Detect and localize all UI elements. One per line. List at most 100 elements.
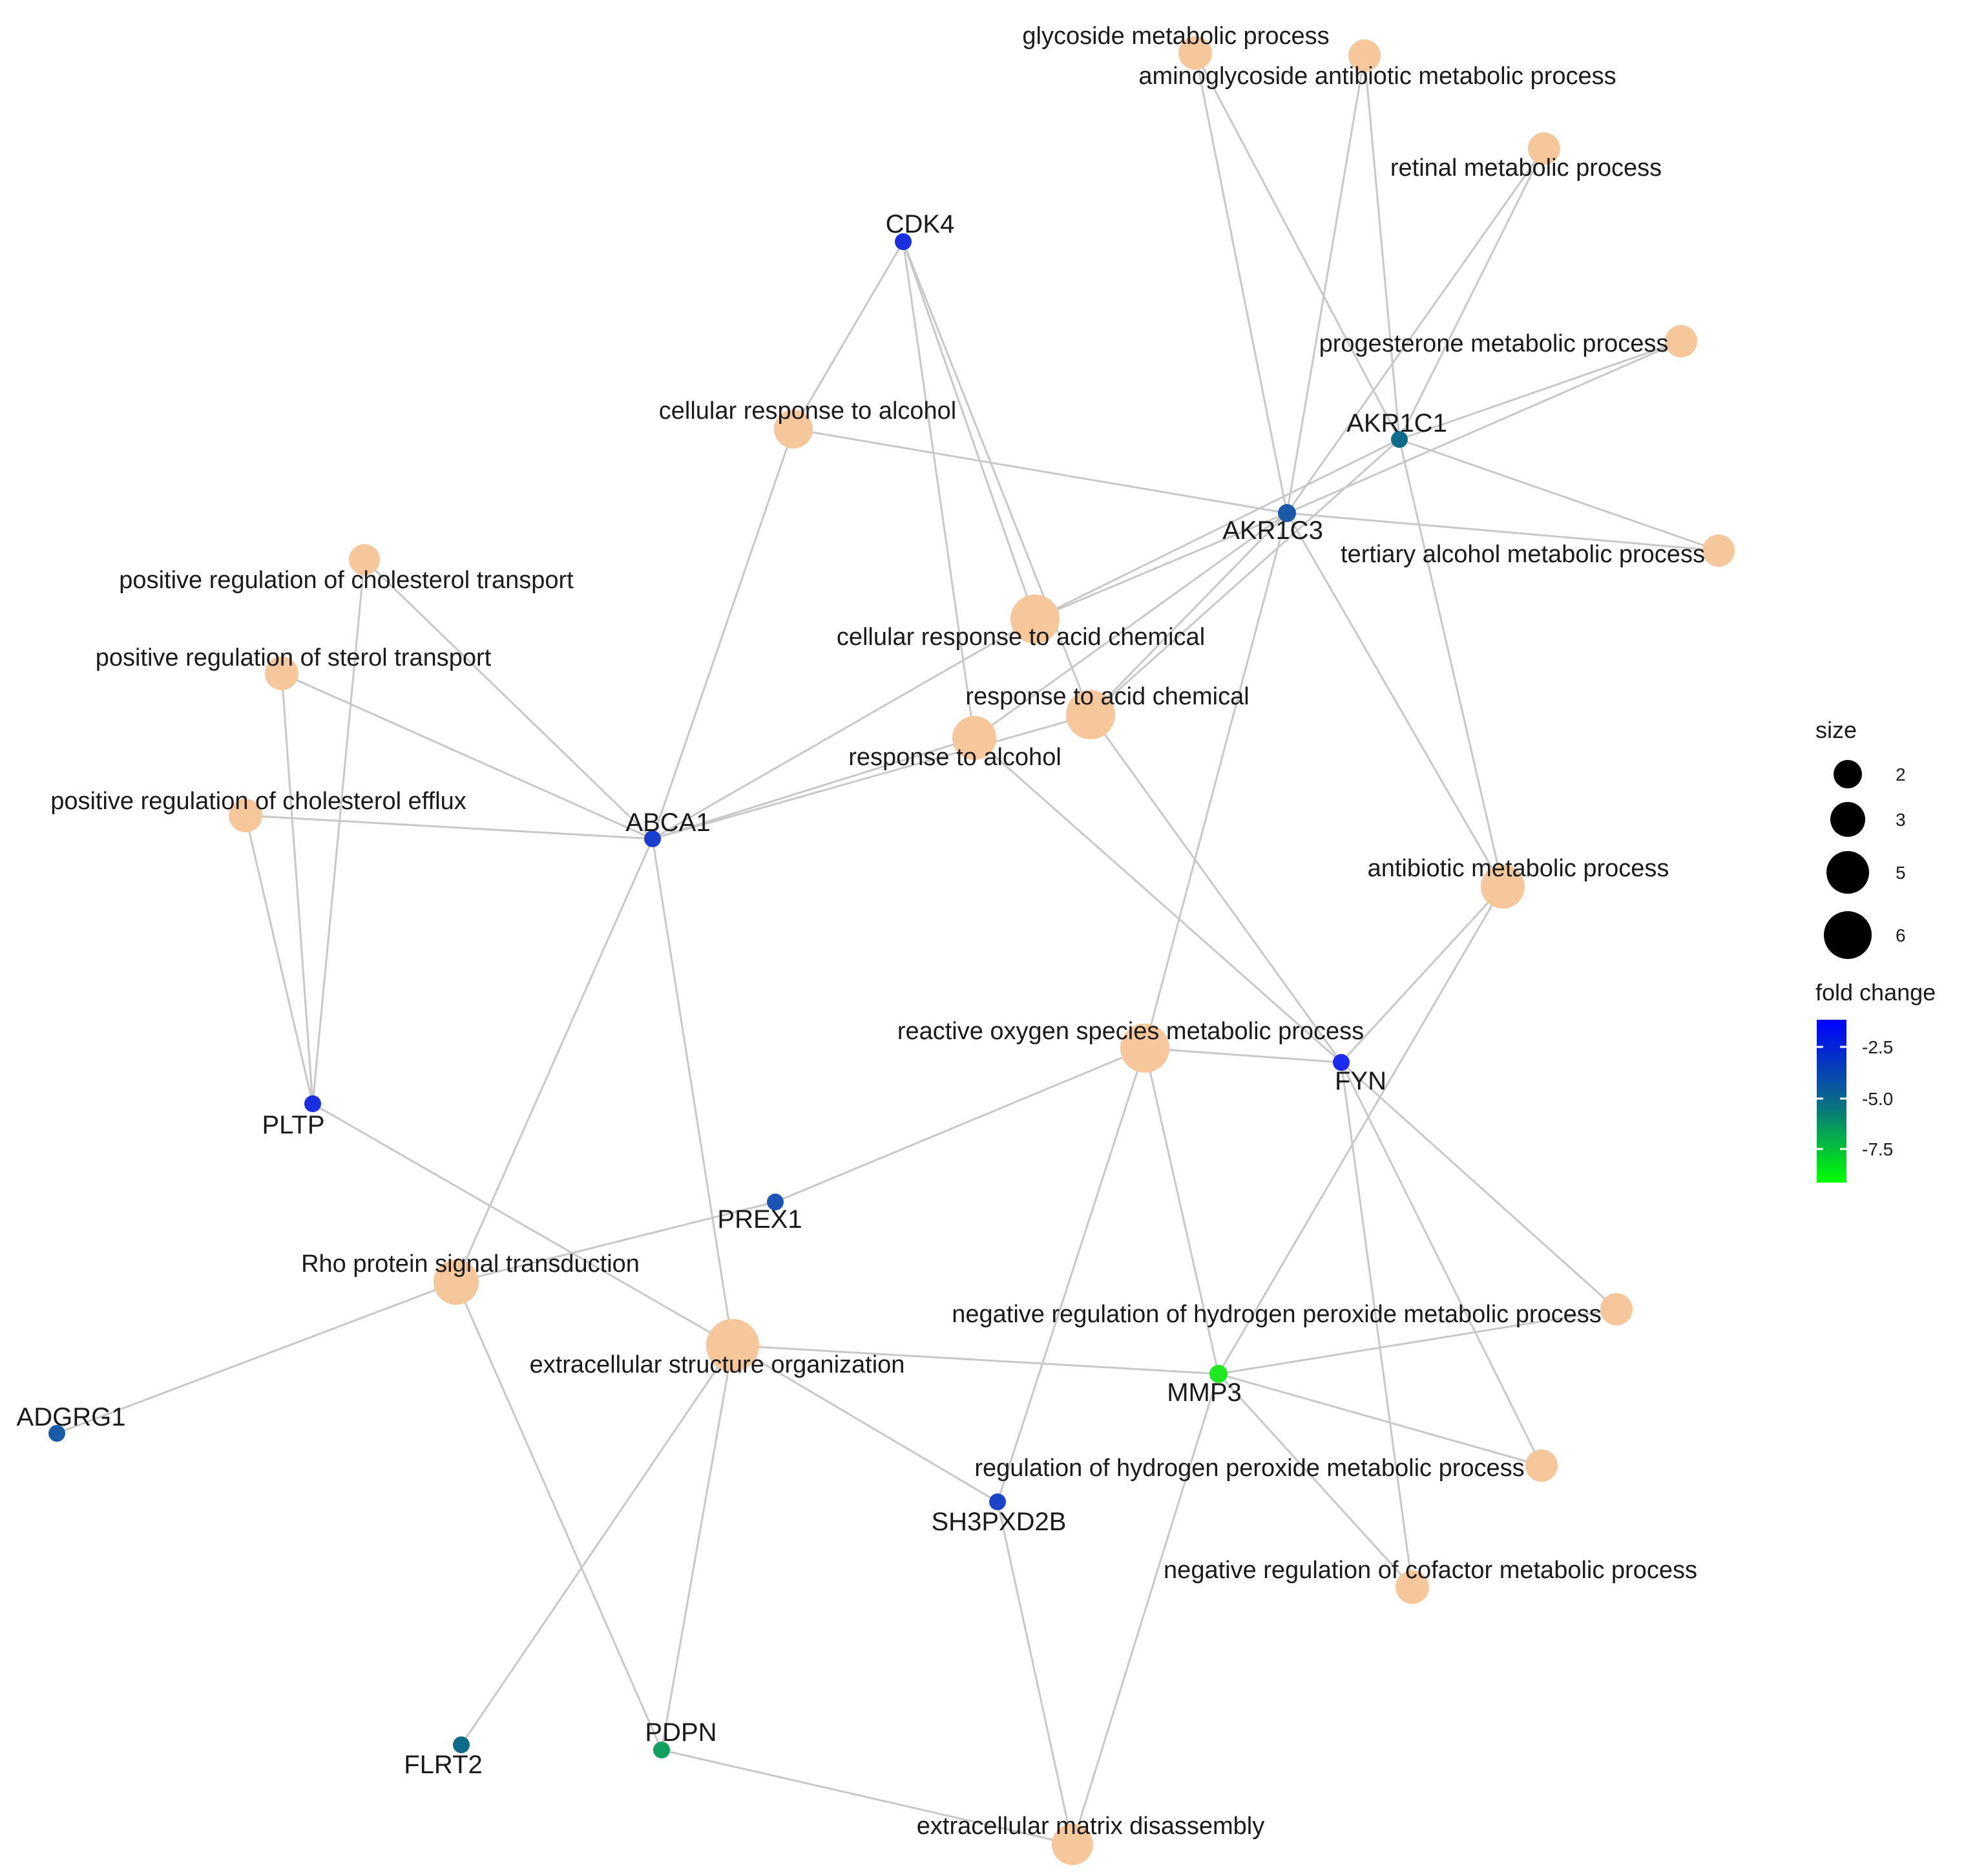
edge-abca1-t-pos-sterol xyxy=(281,672,653,840)
term-label-antibiotic: antibiotic metabolic process xyxy=(1368,855,1669,882)
gene-label-abca1: ABCA1 xyxy=(625,808,710,837)
term-label-neg-h2o2: negative regulation of hydrogen peroxide… xyxy=(952,1301,1602,1328)
gene-node-adgrg1[interactable] xyxy=(48,1425,65,1442)
edge-sh3pxd2b-t-ecm-dis xyxy=(996,1501,1074,1845)
edge-mmp3-t-ecm-org xyxy=(732,1344,1219,1375)
gene-node-pltp[interactable] xyxy=(304,1095,321,1112)
edge-cdk4-t-resp-alcohol xyxy=(902,241,976,739)
term-label-cell-alcohol: cellular response to alcohol xyxy=(659,397,957,425)
gene-node-fyn[interactable] xyxy=(1333,1054,1350,1071)
term-label-pos-efflux: positive regulation of cholesterol efflu… xyxy=(50,788,466,815)
gene-node-flrt2[interactable] xyxy=(453,1736,470,1753)
gene-node-pdpn[interactable] xyxy=(653,1742,670,1758)
term-node-neg-cofactor[interactable] xyxy=(1396,1570,1429,1604)
size-legend-label-3: 3 xyxy=(1896,810,1906,830)
term-node-resp-alcohol[interactable] xyxy=(952,716,996,760)
term-node-ecm-dis[interactable] xyxy=(1052,1824,1093,1865)
term-node-pos-chol-transport[interactable] xyxy=(349,544,380,575)
term-label-resp-acid: response to acid chemical xyxy=(965,683,1249,710)
term-node-ecm-org[interactable] xyxy=(706,1319,759,1372)
nodes-layer xyxy=(48,36,1735,1865)
term-label-reg-h2o2: regulation of hydrogen peroxide metaboli… xyxy=(974,1455,1524,1482)
gene-label-fyn: FYN xyxy=(1335,1067,1386,1095)
gene-node-akr1c3[interactable] xyxy=(1278,504,1296,522)
term-node-ros[interactable] xyxy=(1120,1024,1169,1073)
term-node-rho[interactable] xyxy=(434,1259,479,1305)
edge-fyn-t-antibiotic xyxy=(1340,885,1504,1064)
edge-akr1c3-t-tertiary xyxy=(1286,512,1719,552)
term-label-cell-acid: cellular response to acid chemical xyxy=(837,624,1205,651)
gene-node-akr1c1[interactable] xyxy=(1391,431,1408,448)
gene-node-prex1[interactable] xyxy=(767,1194,784,1210)
color-legend-label-3: -7.5 xyxy=(1862,1139,1893,1159)
term-node-tertiary[interactable] xyxy=(1702,534,1735,567)
edge-prex1-t-rho xyxy=(455,1201,776,1283)
term-node-cell-alcohol[interactable] xyxy=(774,410,813,448)
edge-cdk4-t-cell-acid xyxy=(902,241,1036,620)
edge-akr1c3-t-resp-acid xyxy=(1089,512,1288,716)
term-node-cell-acid[interactable] xyxy=(1010,595,1060,644)
edge-mmp3-t-ecm-dis xyxy=(1071,1373,1220,1845)
edge-akr1c1-t-cell-acid xyxy=(1034,438,1400,620)
edge-pltp-t-ecm-org xyxy=(312,1102,733,1347)
edge-abca1-t-cell-acid xyxy=(652,618,1036,840)
gene-node-sh3pxd2b[interactable] xyxy=(989,1493,1006,1510)
term-node-progesterone[interactable] xyxy=(1665,325,1697,357)
term-node-retinal[interactable] xyxy=(1528,132,1560,165)
edge-pltp-t-pos-sterol xyxy=(280,673,314,1104)
term-node-aminoglycoside[interactable] xyxy=(1348,39,1381,72)
edge-fyn-t-neg-h2o2 xyxy=(1340,1061,1618,1311)
term-node-glycoside[interactable] xyxy=(1178,36,1212,70)
edge-pltp-t-pos-efflux xyxy=(244,815,314,1104)
gene-label-sh3pxd2b: SH3PXD2B xyxy=(932,1508,1067,1536)
edge-akr1c3-t-cell-acid xyxy=(1034,512,1288,620)
gene-node-mmp3[interactable] xyxy=(1209,1365,1228,1383)
size-legend-dot-2 xyxy=(1834,760,1862,788)
gene-node-abca1[interactable] xyxy=(644,830,661,847)
edge-akr1c1-t-glycoside xyxy=(1194,52,1401,440)
edge-akr1c1-t-antibiotic xyxy=(1398,439,1504,887)
edge-mmp3-t-antibiotic xyxy=(1217,886,1504,1375)
edge-akr1c3-t-progesterone xyxy=(1286,340,1682,514)
edge-abca1-t-resp-alcohol xyxy=(652,737,975,840)
edge-cdk4-t-cell-alcohol xyxy=(792,241,905,430)
term-label-rho: Rho protein signal transduction xyxy=(301,1250,640,1278)
legend: size 2 3 5 6 fold change -2.5 -5.0 -7.5 xyxy=(1815,717,1936,1183)
edge-akr1c3-t-antibiotic xyxy=(1286,512,1504,887)
gene-label-mmp3: MMP3 xyxy=(1167,1378,1242,1407)
edge-sh3pxd2b-t-ecm-org xyxy=(732,1344,998,1503)
edge-fyn-t-resp-acid xyxy=(1089,714,1343,1063)
edge-sh3pxd2b-t-ros xyxy=(996,1048,1146,1502)
edge-akr1c1-t-retinal xyxy=(1398,148,1545,440)
gene-node-cdk4[interactable] xyxy=(895,233,912,250)
term-node-resp-acid[interactable] xyxy=(1066,690,1115,739)
term-node-neg-h2o2[interactable] xyxy=(1600,1293,1633,1325)
term-label-progesterone: progesterone metabolic process xyxy=(1319,330,1669,357)
edge-adgrg1-t-rho xyxy=(56,1281,457,1435)
color-legend-bar xyxy=(1817,1020,1846,1183)
edge-akr1c3-t-retinal xyxy=(1286,148,1545,514)
term-node-antibiotic[interactable] xyxy=(1481,865,1525,909)
term-label-pos-chol-transport: positive regulation of cholesterol trans… xyxy=(119,567,574,594)
edge-fyn-t-reg-h2o2 xyxy=(1340,1062,1543,1466)
edge-abca1-t-pos-chol-transport xyxy=(363,558,654,840)
color-legend-title: fold change xyxy=(1815,979,1936,1006)
term-label-retinal: retinal metabolic process xyxy=(1390,154,1662,182)
term-node-pos-sterol[interactable] xyxy=(265,657,298,690)
edge-prex1-t-ros xyxy=(775,1047,1145,1203)
term-label-pos-sterol: positive regulation of sterol transport xyxy=(96,644,492,671)
edge-abca1-t-resp-acid xyxy=(652,713,1091,840)
gene-label-pltp: PLTP xyxy=(262,1111,324,1139)
edge-akr1c3-t-aminoglycoside xyxy=(1286,55,1366,514)
term-label-ecm-org: extracellular structure organization xyxy=(530,1351,905,1378)
edge-mmp3-t-neg-h2o2 xyxy=(1218,1308,1617,1375)
size-legend-label-6: 6 xyxy=(1896,925,1906,945)
edge-abca1-t-ecm-org xyxy=(651,838,734,1346)
edge-cdk4-t-resp-acid xyxy=(902,241,1092,715)
color-legend-label-1: -2.5 xyxy=(1862,1037,1893,1057)
labels-layer: glycoside metabolic processaminoglycosid… xyxy=(17,23,1705,1840)
gene-label-akr1c3: AKR1C3 xyxy=(1222,516,1323,545)
term-node-reg-h2o2[interactable] xyxy=(1525,1449,1558,1482)
term-node-pos-efflux[interactable] xyxy=(229,799,262,832)
size-legend-dot-3 xyxy=(1830,802,1865,837)
